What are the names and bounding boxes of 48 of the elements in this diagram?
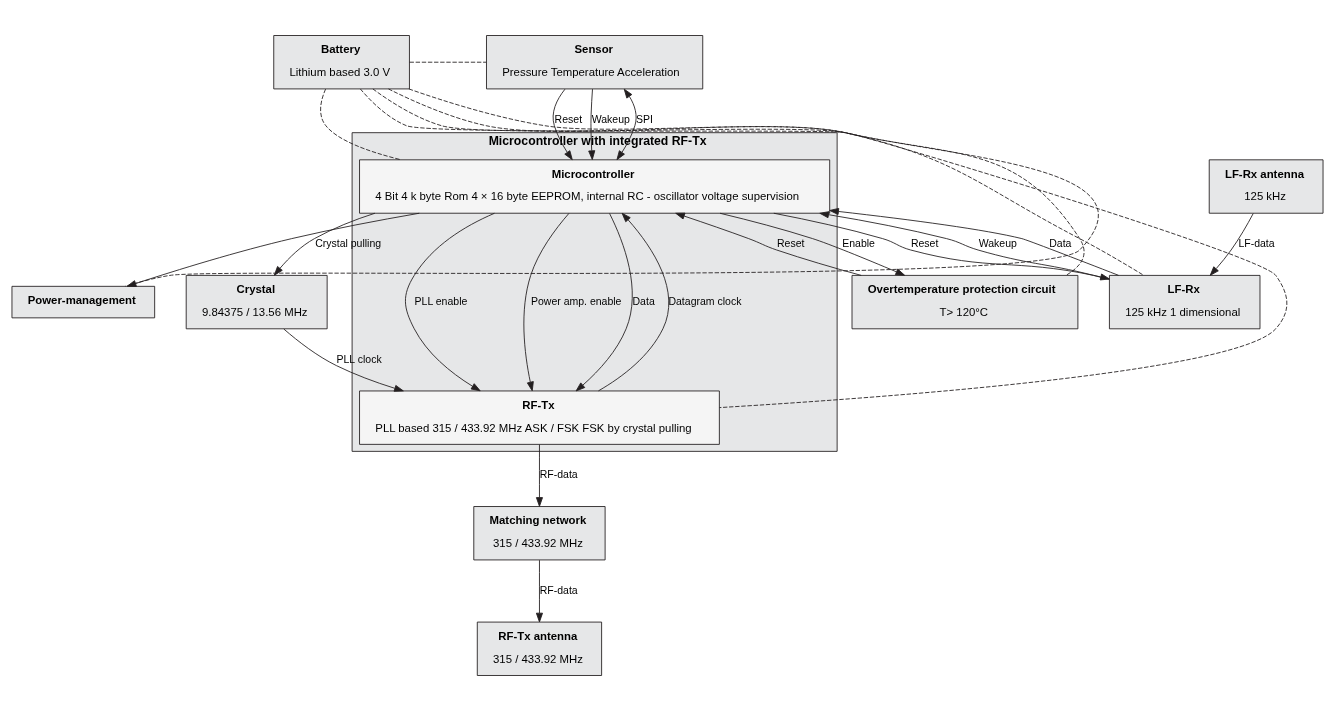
node-box: Sensor Pressure Temperature Acceleration <box>486 35 704 90</box>
arrow <box>575 213 633 392</box>
connector <box>320 88 402 161</box>
arrow <box>829 207 1119 276</box>
arrow <box>535 559 543 623</box>
edge-label: SPI <box>636 112 653 125</box>
arrow <box>283 328 404 392</box>
edge-label: Data <box>632 294 655 307</box>
node-box: Microcontroller 4 Bit 4 k byte Rom 4 × 16 byte EEPROM, internal RC - oscillator voltage supervision <box>359 159 831 214</box>
connector <box>409 61 487 63</box>
arrow <box>273 212 376 276</box>
arrow <box>616 88 637 161</box>
arrow <box>535 444 543 507</box>
edge-label: LF-data <box>1238 237 1275 250</box>
arrow <box>405 212 495 392</box>
arrow <box>552 88 573 161</box>
edge-label: Power amp. enable <box>530 294 622 307</box>
node-box: RF-Tx PLL based 315 / 433.92 MHz ASK / FSK FSK by crystal pulling <box>359 390 720 445</box>
node-box: LF-Rx 125 kHz 1 dimensional <box>1108 274 1261 330</box>
edge-label: Wakeup <box>978 237 1017 250</box>
arrow <box>719 212 906 276</box>
node-box: Matching network 315 / 433.92 MHz <box>473 506 606 561</box>
node-box: LF-Rx antenna 125 kHz <box>1208 159 1324 214</box>
edge-label: RF-data <box>539 468 578 481</box>
edge-label: Data <box>1049 237 1072 250</box>
edge-label: Enable <box>842 237 875 250</box>
edge-label: Crystal pulling <box>315 237 382 250</box>
edge-label: Reset <box>777 237 805 250</box>
node-box: Overtemperature protection circuit T> 120°C <box>851 274 1079 330</box>
arrow <box>1209 213 1254 276</box>
arrow <box>598 212 670 392</box>
arrow <box>126 212 420 287</box>
edge-label: Wakeup <box>591 112 630 125</box>
edge-label: RF-data <box>539 583 578 596</box>
node-box: Crystal 9.84375 / 13.56 MHz <box>185 274 328 330</box>
edge-label: Reset <box>910 237 939 250</box>
edge-label: Reset <box>554 112 583 125</box>
edge-label: Datagram clock <box>668 294 742 307</box>
edge-label: PLL clock <box>336 352 382 365</box>
arrow <box>588 88 596 160</box>
node-box: Battery Lithium based 3.0 V <box>273 35 410 90</box>
connector <box>359 88 1288 409</box>
arrow <box>675 212 862 276</box>
node-box: RF-Tx antenna 315 / 433.92 MHz <box>476 621 603 676</box>
arrow <box>523 212 570 392</box>
connector <box>124 88 1099 287</box>
node-box: Power-management <box>11 285 156 319</box>
edge-label: PLL enable <box>414 294 468 307</box>
